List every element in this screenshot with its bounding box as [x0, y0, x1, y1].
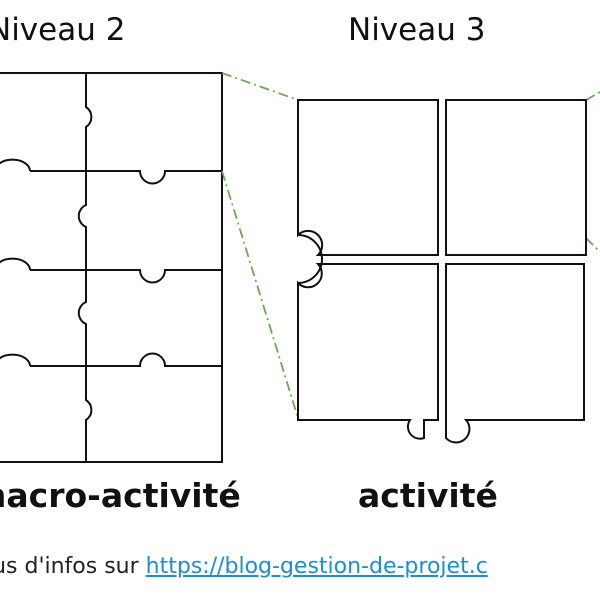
activity-piece-top-left — [297, 99, 439, 256]
puzzle-row-divider-1 — [30, 170, 222, 185]
zoom-connectors — [221, 72, 600, 419]
activity-piece-bottom-right — [445, 263, 585, 444]
puzzle-left-tab-2 — [0, 257, 31, 271]
puzzle-row-divider-2 — [30, 269, 222, 284]
puzzle-vertical-divider — [77, 73, 93, 462]
footer-prefix: plus d'infos sur — [0, 554, 139, 579]
puzzle-left-tab-3 — [0, 353, 31, 367]
activity-puzzle — [297, 99, 587, 444]
activity-piece-bottom-left — [297, 263, 439, 440]
connector-right-bottom — [585, 237, 600, 253]
activity-piece-top-right — [445, 99, 587, 256]
connector-right-top — [585, 91, 600, 101]
puzzle-row-divider-3 — [30, 352, 222, 367]
macro-activity-caption: macro-activité — [0, 476, 241, 515]
connector-top — [221, 72, 299, 101]
footer-text: plus d'infos sur https://blog-gestion-de… — [0, 554, 488, 579]
connector-bottom — [221, 170, 299, 419]
puzzle-left-tab-1 — [0, 158, 31, 172]
puzzle-outer-border — [0, 72, 223, 463]
activity-left-tab — [297, 234, 323, 284]
blog-link[interactable]: https://blog-gestion-de-projet.c — [145, 554, 488, 579]
activity-caption: activité — [358, 476, 498, 515]
level-3-label: Niveau 3 — [348, 12, 486, 48]
macro-activity-puzzle — [0, 72, 223, 463]
level-2-label: Niveau 2 — [0, 12, 126, 48]
